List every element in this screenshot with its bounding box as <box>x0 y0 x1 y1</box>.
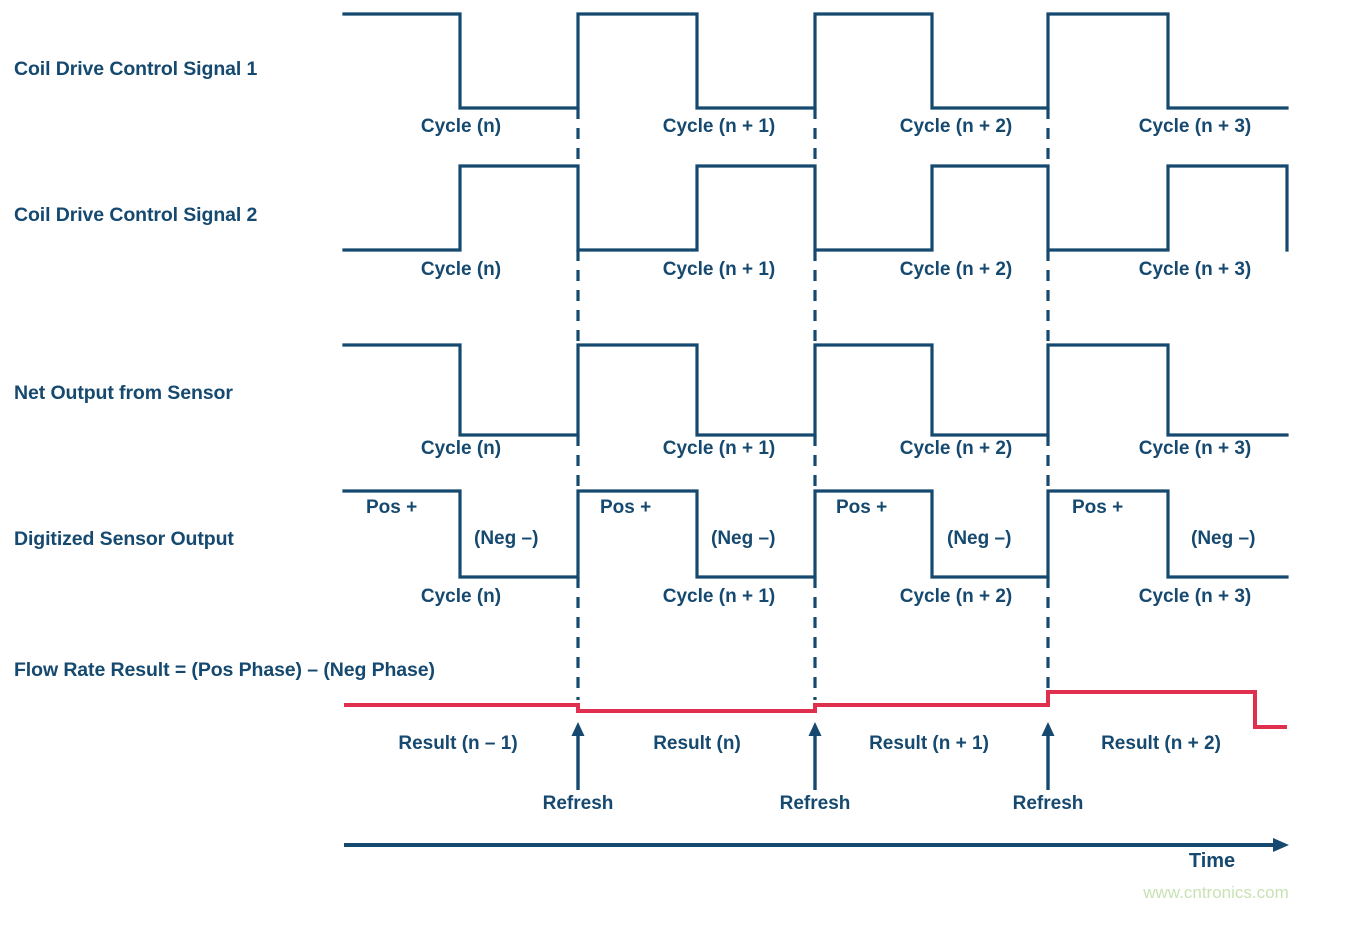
flow-rate-result-line <box>344 690 1287 729</box>
time-axis-arrow <box>344 838 1289 852</box>
cycle-label-coil-drive-2-2: Cycle (n + 2) <box>899 259 1013 280</box>
flow-rate-result-trace <box>344 690 1287 729</box>
result-label-1: Result (n) <box>653 733 741 754</box>
phase-label-neg-1: (Neg –) <box>711 528 776 549</box>
phase-label-pos-1: Pos + <box>600 497 652 518</box>
waveform-digitized-output <box>342 489 1289 579</box>
row-label-net-output: Net Output from Sensor <box>14 382 233 404</box>
cycle-label-net-output-1: Cycle (n + 1) <box>662 438 776 459</box>
row-label-digitized-output: Digitized Sensor Output <box>14 528 234 550</box>
phase-label-neg-3: (Neg –) <box>1191 528 1256 549</box>
result-label-3: Result (n + 2) <box>1101 733 1221 754</box>
phase-label-pos-2: Pos + <box>836 497 888 518</box>
cycle-label-net-output-0: Cycle (n) <box>420 438 502 459</box>
cycle-label-digitized-output-0: Cycle (n) <box>420 586 502 607</box>
row-label-coil-drive-2: Coil Drive Control Signal 2 <box>14 204 258 226</box>
cycle-label-net-output-2: Cycle (n + 2) <box>899 438 1013 459</box>
cycle-label-coil-drive-1-2: Cycle (n + 2) <box>899 116 1013 137</box>
waveform-coil-drive-1 <box>342 12 1289 110</box>
time-axis-label: Time <box>1188 850 1236 872</box>
result-label-2: Result (n + 1) <box>869 733 989 754</box>
waveform-traces <box>342 12 1289 579</box>
cycle-label-coil-drive-1-0: Cycle (n) <box>420 116 502 137</box>
result-label-0: Result (n – 1) <box>398 733 518 754</box>
waveform-coil-drive-2 <box>342 164 1289 252</box>
watermark-text: www.cntronics.com <box>1143 883 1289 902</box>
refresh-arrows <box>571 722 1055 790</box>
cycle-label-coil-drive-2-1: Cycle (n + 1) <box>662 259 776 280</box>
cycle-label-coil-drive-2-0: Cycle (n) <box>420 259 502 280</box>
phase-label-pos-3: Pos + <box>1072 497 1124 518</box>
phase-label-neg-0: (Neg –) <box>474 528 539 549</box>
row-label-coil-drive-1: Coil Drive Control Signal 1 <box>14 58 258 80</box>
refresh-label-1: Refresh <box>779 793 851 814</box>
phase-label-pos-0: Pos + <box>366 497 418 518</box>
cycle-label-coil-drive-1-1: Cycle (n + 1) <box>662 116 776 137</box>
waveform-net-output <box>342 343 1289 437</box>
cycle-boundary-dashed-lines <box>576 108 1050 700</box>
time-axis-arrowhead <box>1273 838 1289 852</box>
phase-label-neg-2: (Neg –) <box>947 528 1012 549</box>
refresh-label-2: Refresh <box>1012 793 1084 814</box>
cycle-label-net-output-3: Cycle (n + 3) <box>1138 438 1252 459</box>
cycle-label-coil-drive-2-3: Cycle (n + 3) <box>1138 259 1252 280</box>
refresh-arrow-head-2 <box>1041 722 1055 736</box>
refresh-arrow-head-0 <box>571 722 585 736</box>
cycle-label-digitized-output-3: Cycle (n + 3) <box>1138 586 1252 607</box>
cycle-label-digitized-output-2: Cycle (n + 2) <box>899 586 1013 607</box>
row-label-flow-rate-result: Flow Rate Result = (Pos Phase) – (Neg Ph… <box>14 659 435 681</box>
refresh-label-0: Refresh <box>542 793 614 814</box>
cycle-label-coil-drive-1-3: Cycle (n + 3) <box>1138 116 1252 137</box>
cycle-label-digitized-output-1: Cycle (n + 1) <box>662 586 776 607</box>
refresh-arrow-head-1 <box>808 722 822 736</box>
